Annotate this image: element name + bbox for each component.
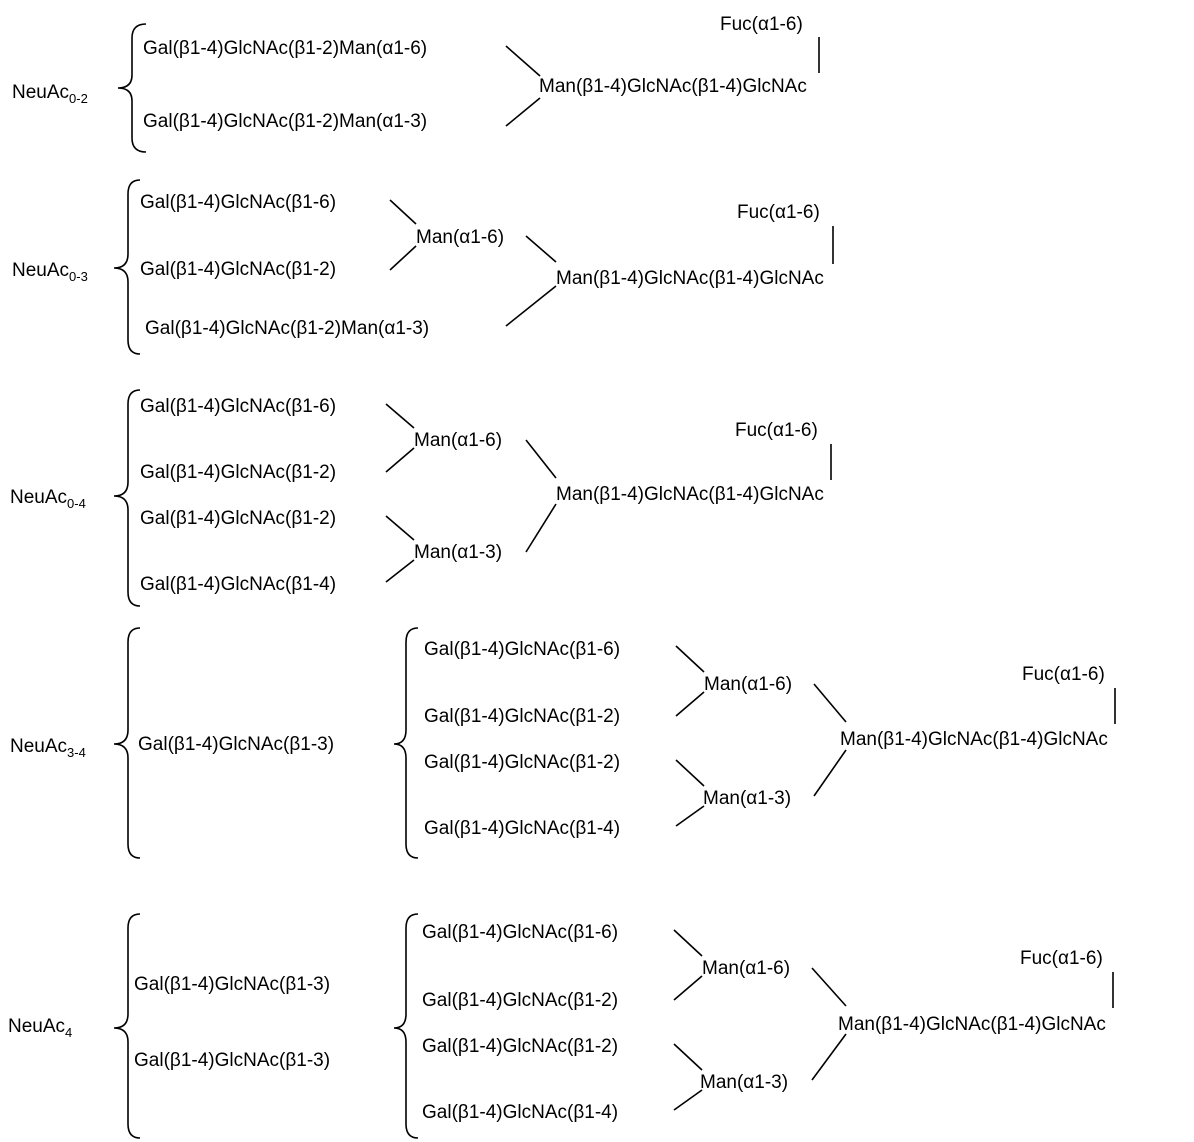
- branch-a13-1: Gal(β1-4)GlcNAc(β1-2): [140, 508, 336, 529]
- fucose-label-5: Fuc(α1-6): [1020, 948, 1103, 969]
- bond: [813, 749, 847, 797]
- bond: [525, 503, 557, 553]
- core-chain-4: Man(β1-4)GlcNAc(β1-4)GlcNAc: [840, 729, 1108, 750]
- branch-a16-1: Gal(β1-4)GlcNAc(β1-6): [424, 639, 620, 660]
- bond: [525, 439, 557, 479]
- arm-a13-2: Gal(β1-4)GlcNAc(β1-2)Man(α1-3): [145, 318, 429, 339]
- neuac-prefix: NeuAc: [12, 260, 69, 281]
- bond: [505, 45, 541, 77]
- man-a13-4: Man(α1-3): [703, 788, 791, 809]
- glycan-structure-1: NeuAc0-2 Gal(β1-4)GlcNAc(β1-2)Man(α1-6) …: [12, 14, 820, 153]
- branch-a16-2: Gal(β1-4)GlcNAc(β1-2): [140, 462, 336, 483]
- brace-3: [113, 389, 141, 607]
- extension-5b: Gal(β1-4)GlcNAc(β1-3): [134, 1050, 330, 1071]
- glycan-structure-2: NeuAc0-3 Gal(β1-4)GlcNAc(β1-6) Gal(β1-4)…: [12, 179, 834, 355]
- bond: [385, 447, 415, 473]
- fucose-label-4: Fuc(α1-6): [1022, 664, 1105, 685]
- neuac-prefix: NeuAc: [10, 487, 67, 508]
- branch-a16-1: Gal(β1-4)GlcNAc(β1-6): [140, 192, 336, 213]
- brace-4-inner: [393, 627, 419, 859]
- bond: [505, 285, 557, 327]
- bond: [811, 967, 847, 1007]
- neuac-prefix: NeuAc: [10, 736, 67, 757]
- bond: [675, 691, 705, 717]
- brace-4-outer: [113, 627, 141, 859]
- fucose-label-2: Fuc(α1-6): [737, 202, 820, 223]
- extension-4: Gal(β1-4)GlcNAc(β1-3): [138, 734, 334, 755]
- fucose-label-1: Fuc(α1-6): [720, 14, 803, 35]
- glycan-structure-4: NeuAc3-4 Gal(β1-4)GlcNAc(β1-3) Gal(β1-4)…: [10, 627, 1116, 859]
- bond: [811, 1033, 847, 1081]
- neuac-prefix: NeuAc: [8, 1016, 65, 1037]
- brace-2: [113, 179, 141, 355]
- neuac-subscript: 0-3: [69, 269, 88, 284]
- extension-5a: Gal(β1-4)GlcNAc(β1-3): [134, 974, 330, 995]
- bond: [673, 1043, 703, 1071]
- bond: [389, 199, 417, 225]
- branch-a16-2: Gal(β1-4)GlcNAc(β1-2): [424, 706, 620, 727]
- brace-5-inner: [393, 913, 419, 1139]
- neuac-subscript: 4: [65, 1025, 72, 1040]
- man-a16-3: Man(α1-6): [414, 430, 502, 451]
- man-a13-5: Man(α1-3): [700, 1072, 788, 1093]
- bond: [675, 805, 705, 827]
- man-a16-5: Man(α1-6): [702, 958, 790, 979]
- branch-a13-2: Gal(β1-4)GlcNAc(β1-4): [424, 818, 620, 839]
- branch-a16-2: Gal(β1-4)GlcNAc(β1-2): [140, 259, 336, 280]
- branch-a13-1: Gal(β1-4)GlcNAc(β1-2): [422, 1036, 618, 1057]
- neuac-subscript: 0-4: [67, 496, 86, 511]
- brace-5-outer: [113, 913, 141, 1139]
- bond: [675, 759, 705, 787]
- man-a16-4: Man(α1-6): [704, 674, 792, 695]
- neuac-subscript: 0-2: [69, 91, 88, 106]
- bond: [675, 645, 705, 673]
- branch-a16-2: Gal(β1-4)GlcNAc(β1-2): [422, 990, 618, 1011]
- core-chain-1: Man(β1-4)GlcNAc(β1-4)GlcNAc: [539, 76, 807, 97]
- core-chain-2: Man(β1-4)GlcNAc(β1-4)GlcNAc: [556, 268, 824, 289]
- branch-a16-1: Gal(β1-4)GlcNAc(β1-6): [140, 396, 336, 417]
- neuac-label-3: NeuAc0-4: [10, 487, 86, 511]
- branch-a13-1: Gal(β1-4)GlcNAc(β1-2): [424, 752, 620, 773]
- glycan-structure-3: NeuAc0-4 Gal(β1-4)GlcNAc(β1-6) Gal(β1-4)…: [10, 389, 832, 607]
- neuac-prefix: NeuAc: [12, 82, 69, 103]
- branch-a16-1: Gal(β1-4)GlcNAc(β1-6): [422, 922, 618, 943]
- bond: [385, 515, 415, 541]
- branch-a13-2: Gal(β1-4)GlcNAc(β1-4): [140, 574, 336, 595]
- branch-a13-2: Gal(β1-4)GlcNAc(β1-4): [422, 1102, 618, 1123]
- neuac-label-5: NeuAc4: [8, 1016, 72, 1040]
- bond: [385, 403, 415, 429]
- neuac-label-4: NeuAc3-4: [10, 736, 86, 760]
- bond: [389, 245, 417, 271]
- core-chain-3: Man(β1-4)GlcNAc(β1-4)GlcNAc: [556, 484, 824, 505]
- bond: [813, 683, 847, 723]
- arm-a13-1: Gal(β1-4)GlcNAc(β1-2)Man(α1-3): [143, 111, 427, 132]
- man-a13-3: Man(α1-3): [414, 542, 502, 563]
- bond: [673, 975, 703, 1001]
- bond: [525, 235, 557, 263]
- neuac-label-2: NeuAc0-3: [12, 260, 88, 284]
- man-a16-2: Man(α1-6): [416, 227, 504, 248]
- neuac-label-1: NeuAc0-2: [12, 82, 88, 106]
- core-chain-5: Man(β1-4)GlcNAc(β1-4)GlcNAc: [838, 1014, 1106, 1035]
- neuac-subscript: 3-4: [67, 745, 86, 760]
- arm-a16-1: Gal(β1-4)GlcNAc(β1-2)Man(α1-6): [143, 38, 427, 59]
- bond: [505, 97, 541, 127]
- fucose-label-3: Fuc(α1-6): [735, 420, 818, 441]
- bond: [385, 559, 415, 583]
- brace-1: [117, 23, 147, 153]
- bond: [673, 929, 703, 957]
- glycan-structure-5: NeuAc4 Gal(β1-4)GlcNAc(β1-3) Gal(β1-4)Gl…: [8, 913, 1114, 1139]
- bond: [673, 1089, 703, 1111]
